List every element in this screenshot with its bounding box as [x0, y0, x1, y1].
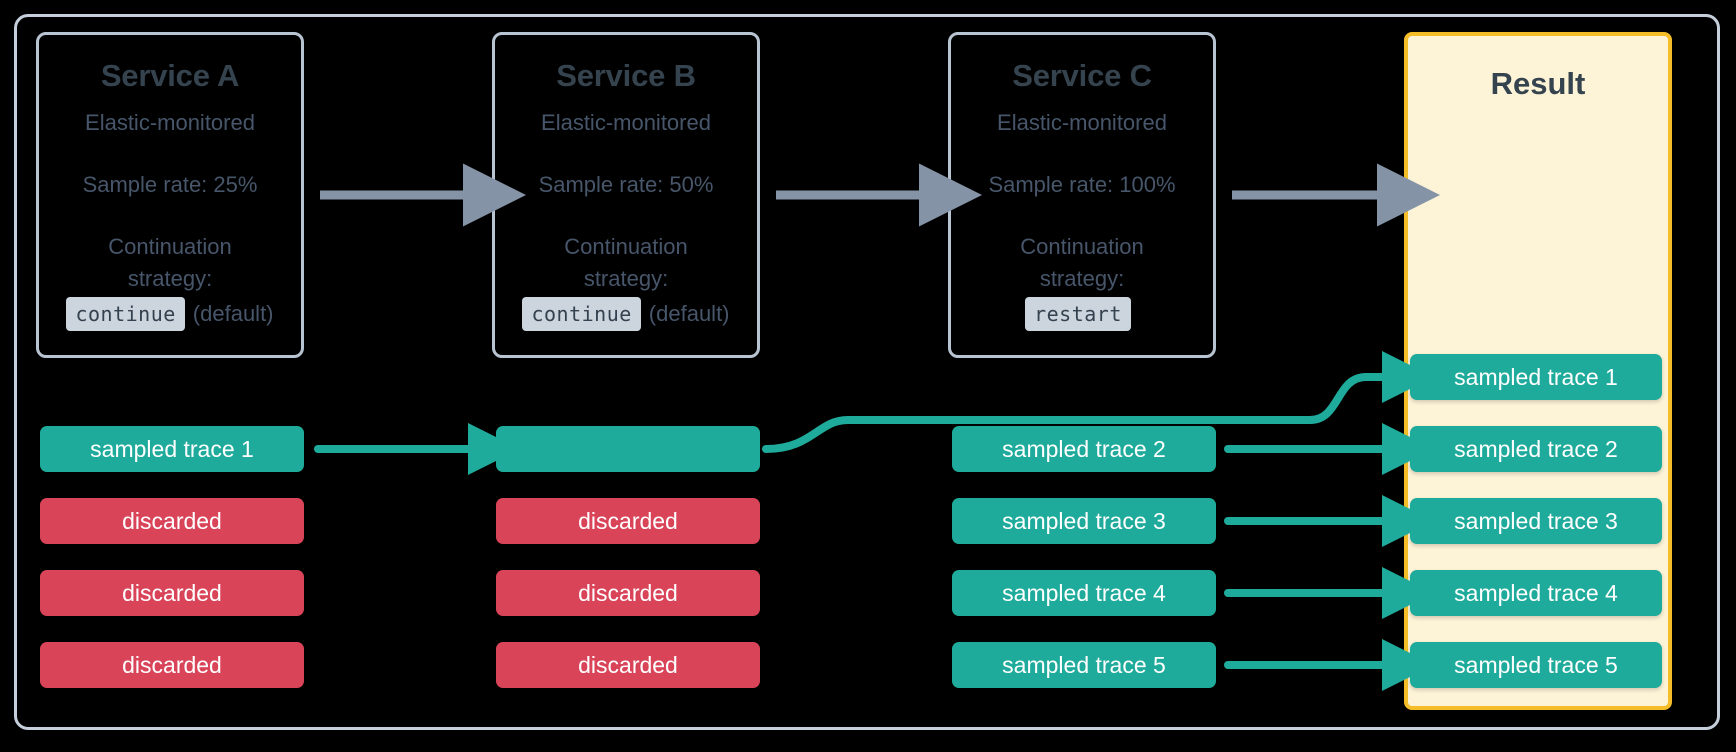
service-a-strategy-value: continue [66, 297, 185, 331]
trace-pill-c-3: sampled trace 4 [952, 570, 1216, 616]
trace-pill-c-2: sampled trace 3 [952, 498, 1216, 544]
trace-pill-c-4: sampled trace 5 [952, 642, 1216, 688]
trace-pill-result-5: sampled trace 5 [1410, 642, 1662, 688]
service-a-sample-rate: Sample rate: 25% [82, 172, 258, 197]
service-card-b: Service B Elastic-monitored Sample rate:… [492, 32, 760, 358]
service-a-strategy-label: Continuation strategy: [108, 234, 232, 291]
service-c-strategy-label: Continuation strategy: [1020, 234, 1144, 291]
service-b-strategy-label: Continuation strategy: [564, 234, 688, 291]
service-c-sample-rate: Sample rate: 100% [988, 172, 1176, 197]
trace-pill-result-4: sampled trace 4 [1410, 570, 1662, 616]
service-a-title: Service A [100, 58, 240, 93]
service-b-strategy-note: (default) [648, 301, 730, 326]
trace-pill-c-1: sampled trace 2 [952, 426, 1216, 472]
service-c-strategy-value: restart [1025, 297, 1131, 331]
trace-pill-result-1: sampled trace 1 [1410, 354, 1662, 400]
service-b-monitored: Elastic-monitored [541, 110, 711, 135]
trace-pill-result-2: sampled trace 2 [1410, 426, 1662, 472]
service-a-strategy-note: (default) [192, 301, 274, 326]
trace-pill-b-4: discarded [496, 642, 760, 688]
service-c-strategy-row: restart [951, 297, 1213, 331]
trace-pill-b-3: discarded [496, 570, 760, 616]
trace-pill-b-2: discarded [496, 498, 760, 544]
service-b-sample-rate: Sample rate: 50% [538, 172, 714, 197]
service-b-title: Service B [556, 58, 696, 93]
service-card-c: Service C Elastic-monitored Sample rate:… [948, 32, 1216, 358]
trace-pill-a-1: sampled trace 1 [40, 426, 304, 472]
service-c-monitored: Elastic-monitored [997, 110, 1167, 135]
service-c-title: Service C [1012, 58, 1152, 93]
trace-pill-b-1 [496, 426, 760, 472]
service-card-a: Service A Elastic-monitored Sample rate:… [36, 32, 304, 358]
diagram-outer-frame [14, 14, 1720, 730]
trace-pill-a-3: discarded [40, 570, 304, 616]
service-a-strategy-row: continue (default) [39, 297, 301, 331]
trace-pill-result-3: sampled trace 3 [1410, 498, 1662, 544]
trace-pill-a-4: discarded [40, 642, 304, 688]
result-title: Result [1490, 66, 1586, 101]
service-b-strategy-value: continue [522, 297, 641, 331]
service-b-strategy-row: continue (default) [495, 297, 757, 331]
trace-pill-a-2: discarded [40, 498, 304, 544]
service-a-monitored: Elastic-monitored [85, 110, 255, 135]
